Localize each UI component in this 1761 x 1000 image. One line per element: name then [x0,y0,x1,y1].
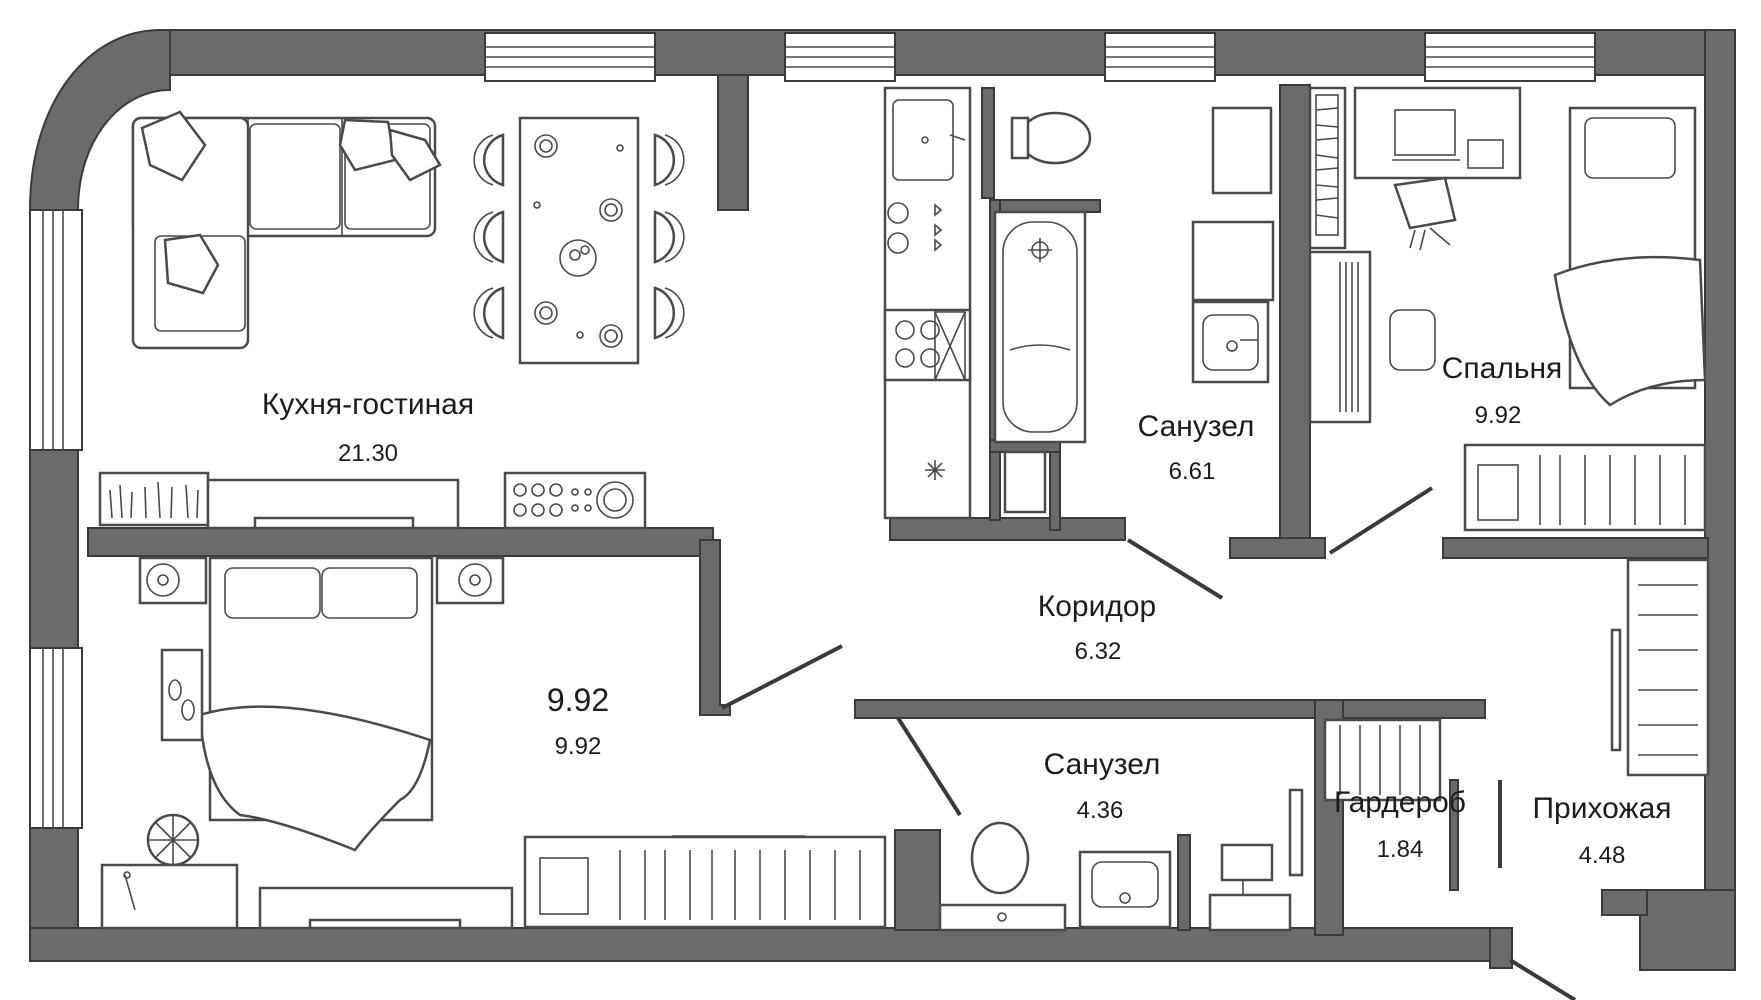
room-name-kitchen-living: Кухня-гостиная [261,388,475,421]
room-name-wardrobe: Гардероб [1334,786,1466,819]
kitchen-counter [883,86,972,520]
room-area-bath-top: 6.61 [1168,458,1216,485]
sofa [131,110,442,350]
doors [721,486,1577,1000]
room-name-bath-bottom: Санузел [1043,748,1161,781]
room-area-bedroom-left: 9.92 [554,733,602,760]
room-area-corridor: 6.32 [1074,638,1122,665]
bottom-bath-furniture [938,788,1304,932]
room-name-hallway: Прихожая [1532,792,1672,825]
bathtub-area [981,87,1275,514]
room-name-bath-top: Санузел [1137,410,1255,443]
dining-table [473,116,685,365]
tv-stand [98,471,647,530]
windows [29,32,1596,829]
room-name-corridor: Коридор [1037,590,1157,623]
right-bedroom-furniture [1308,86,1707,532]
room-name-bedroom-left: 9.92 [546,682,610,718]
room-area-wardrobe: 1.84 [1376,836,1424,863]
wardrobe-hallway-furniture [1323,558,1710,802]
room-area-bath-bottom: 4.36 [1076,797,1124,824]
room-area-bedroom-right: 9.92 [1474,402,1522,429]
left-bedroom-furniture [100,556,887,930]
room-area-hallway: 4.48 [1578,842,1626,869]
room-area-kitchen-living: 21.30 [337,440,399,467]
room-name-bedroom-right: Спальня [1441,352,1563,385]
